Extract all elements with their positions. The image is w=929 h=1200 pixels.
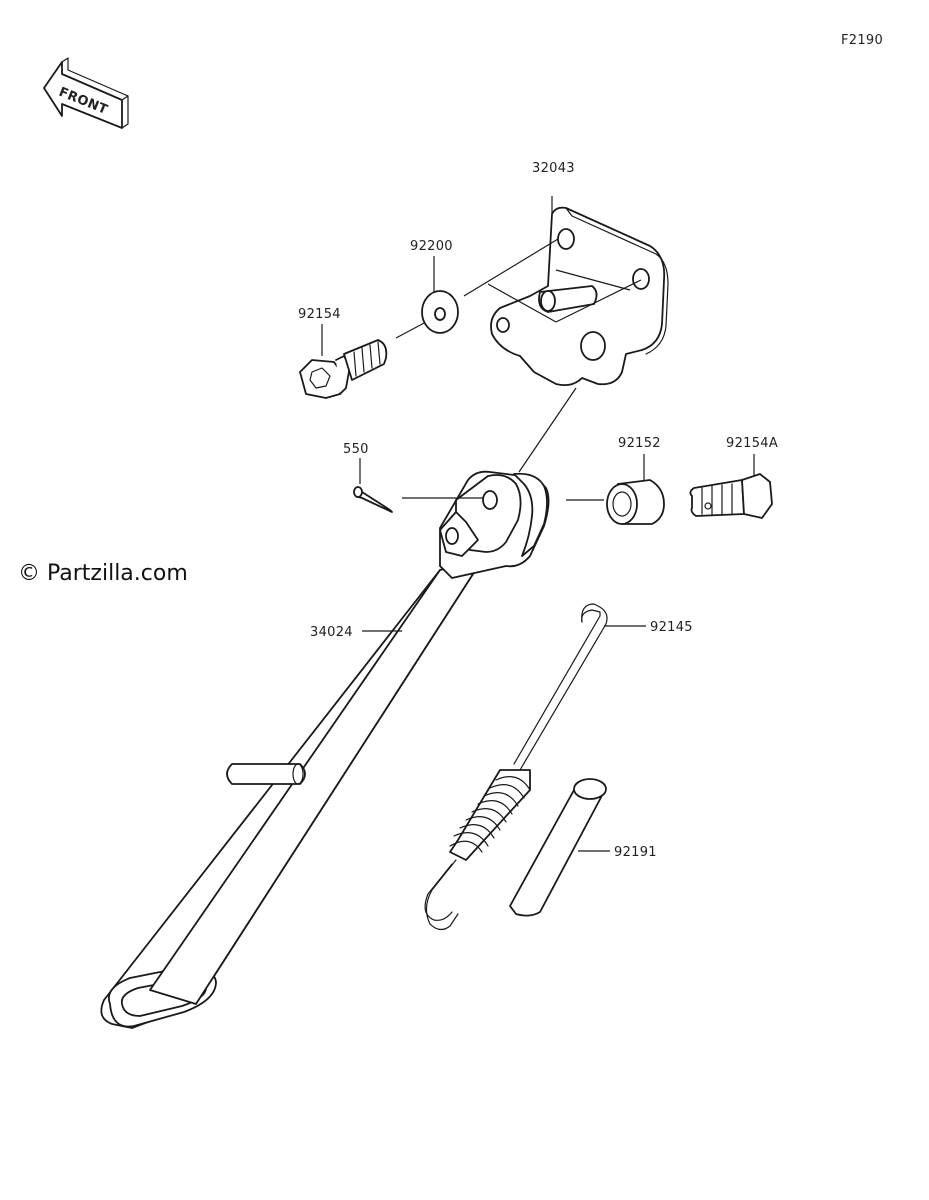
label-32043: 32043 [532,161,575,176]
part-550-cotter-pin [353,486,393,513]
part-92200-washer [421,290,459,334]
label-34024: 34024 [310,625,353,640]
part-92145-spring [424,603,608,931]
part-92152-collar [606,479,665,525]
label-92145: 92145 [650,620,693,635]
part-92191-tube [509,778,607,917]
label-550: 550 [343,442,369,457]
watermark: © Partzilla.com [18,561,188,586]
part-32043-bracket [490,206,669,387]
label-92154: 92154 [298,307,341,322]
label-92154A: 92154A [726,436,778,451]
part-92154A-bolt [689,473,773,519]
front-arrow-icon: FRONT [43,57,129,129]
stand-pin [226,763,306,785]
part-34024-side-stand [100,470,550,1029]
label-92191: 92191 [614,845,657,860]
label-92152: 92152 [618,436,661,451]
label-92200: 92200 [410,239,453,254]
figure-code: F2190 [841,33,883,48]
part-92154-bolt [299,339,388,399]
